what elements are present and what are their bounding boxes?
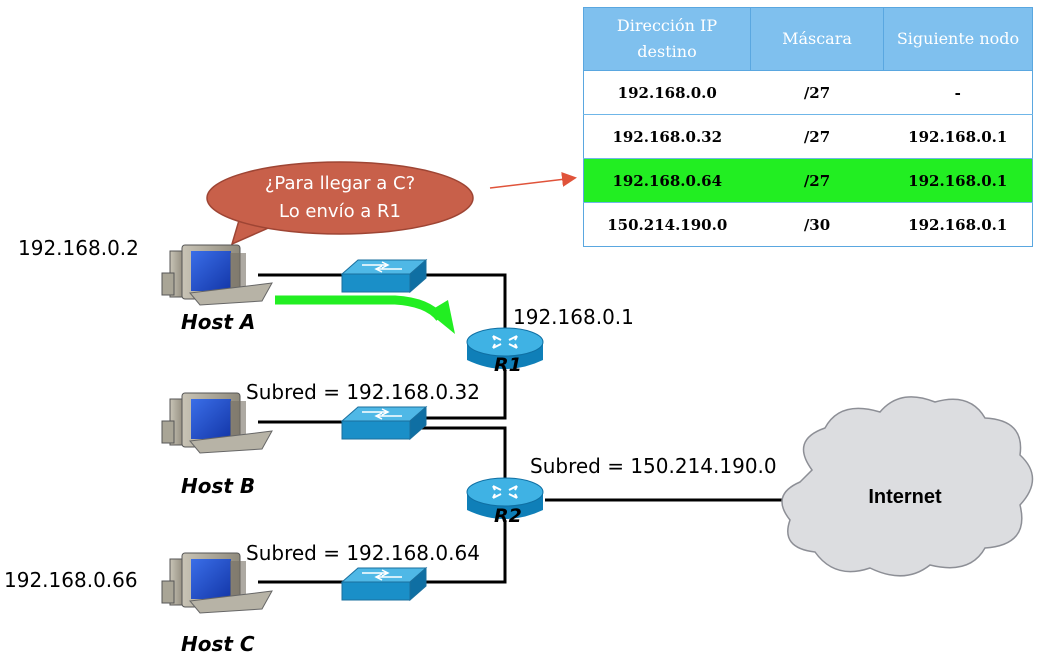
row-mask: /30 (750, 202, 884, 247)
switch-3-icon[interactable] (340, 566, 428, 602)
header-mask: Máscara (750, 7, 884, 71)
row-mask: /27 (750, 158, 884, 203)
row-next-hop: 192.168.0.1 (883, 114, 1033, 159)
network-cables (258, 273, 788, 584)
cable-switch2-r2 (420, 426, 507, 478)
cable-switch1-r1 (420, 273, 507, 330)
router-r1-label: R1 (494, 354, 522, 376)
internet-cloud-icon[interactable] (781, 396, 1034, 577)
header-destination: Dirección IP destino (583, 7, 751, 71)
routing-table: Dirección IP destino Máscara Siguiente n… (583, 7, 1033, 247)
router-r1-ip: 192.168.0.1 (513, 305, 634, 329)
host-a-ip: 192.168.0.2 (18, 236, 139, 260)
row-next-hop: 192.168.0.1 (883, 158, 1033, 203)
cable-r1-switch2 (420, 370, 507, 420)
bubble-line-1: ¿Para llegar a C? (264, 173, 416, 194)
pointer-arrow (489, 171, 577, 189)
host-b-label: Host B (181, 474, 256, 498)
host-c-ip: 192.168.0.66 (4, 568, 138, 592)
router-r1-icon[interactable] (466, 327, 544, 369)
router-r2-label: R2 (494, 505, 522, 527)
host-a-label: Host A (181, 310, 256, 334)
row-destination: 192.168.0.64 (583, 158, 751, 203)
row-destination: 192.168.0.32 (583, 114, 751, 159)
routing-table-header: Dirección IP destino Máscara Siguiente n… (583, 7, 1033, 71)
table-row: 150.214.190.0 /30 192.168.0.1 (583, 202, 1033, 247)
cable-r2-switch3 (420, 520, 507, 584)
row-mask: /27 (750, 114, 884, 159)
row-next-hop: - (883, 70, 1033, 115)
subnet-wan-label: Subred = 150.214.190.0 (530, 454, 777, 478)
subnet-c-label: Subred = 192.168.0.64 (246, 541, 480, 565)
host-b-computer-icon[interactable] (161, 392, 273, 454)
table-row-highlighted: 192.168.0.64 /27 192.168.0.1 (583, 158, 1033, 203)
internet-label: Internet (868, 486, 942, 508)
host-c-label: Host C (181, 632, 255, 656)
table-row: 192.168.0.32 /27 192.168.0.1 (583, 114, 1033, 159)
host-a-computer-icon[interactable] (161, 244, 273, 306)
speech-bubble (206, 161, 474, 246)
row-destination: 150.214.190.0 (583, 202, 751, 247)
row-next-hop: 192.168.0.1 (883, 202, 1033, 247)
row-mask: /27 (750, 70, 884, 115)
switch-1-icon[interactable] (340, 258, 428, 294)
header-next-hop: Siguiente nodo (883, 7, 1033, 71)
table-row: 192.168.0.0 /27 - (583, 70, 1033, 115)
router-r2-icon[interactable] (466, 477, 544, 519)
row-destination: 192.168.0.0 (583, 70, 751, 115)
bubble-line-2: Lo envío a R1 (278, 201, 402, 222)
subnet-b-label: Subred = 192.168.0.32 (246, 380, 480, 404)
speech-bubble-text: ¿Para llegar a C? Lo envío a R1 (205, 170, 475, 226)
host-c-computer-icon[interactable] (161, 552, 273, 614)
path-arrow (275, 295, 455, 334)
switch-2-icon[interactable] (340, 405, 428, 441)
